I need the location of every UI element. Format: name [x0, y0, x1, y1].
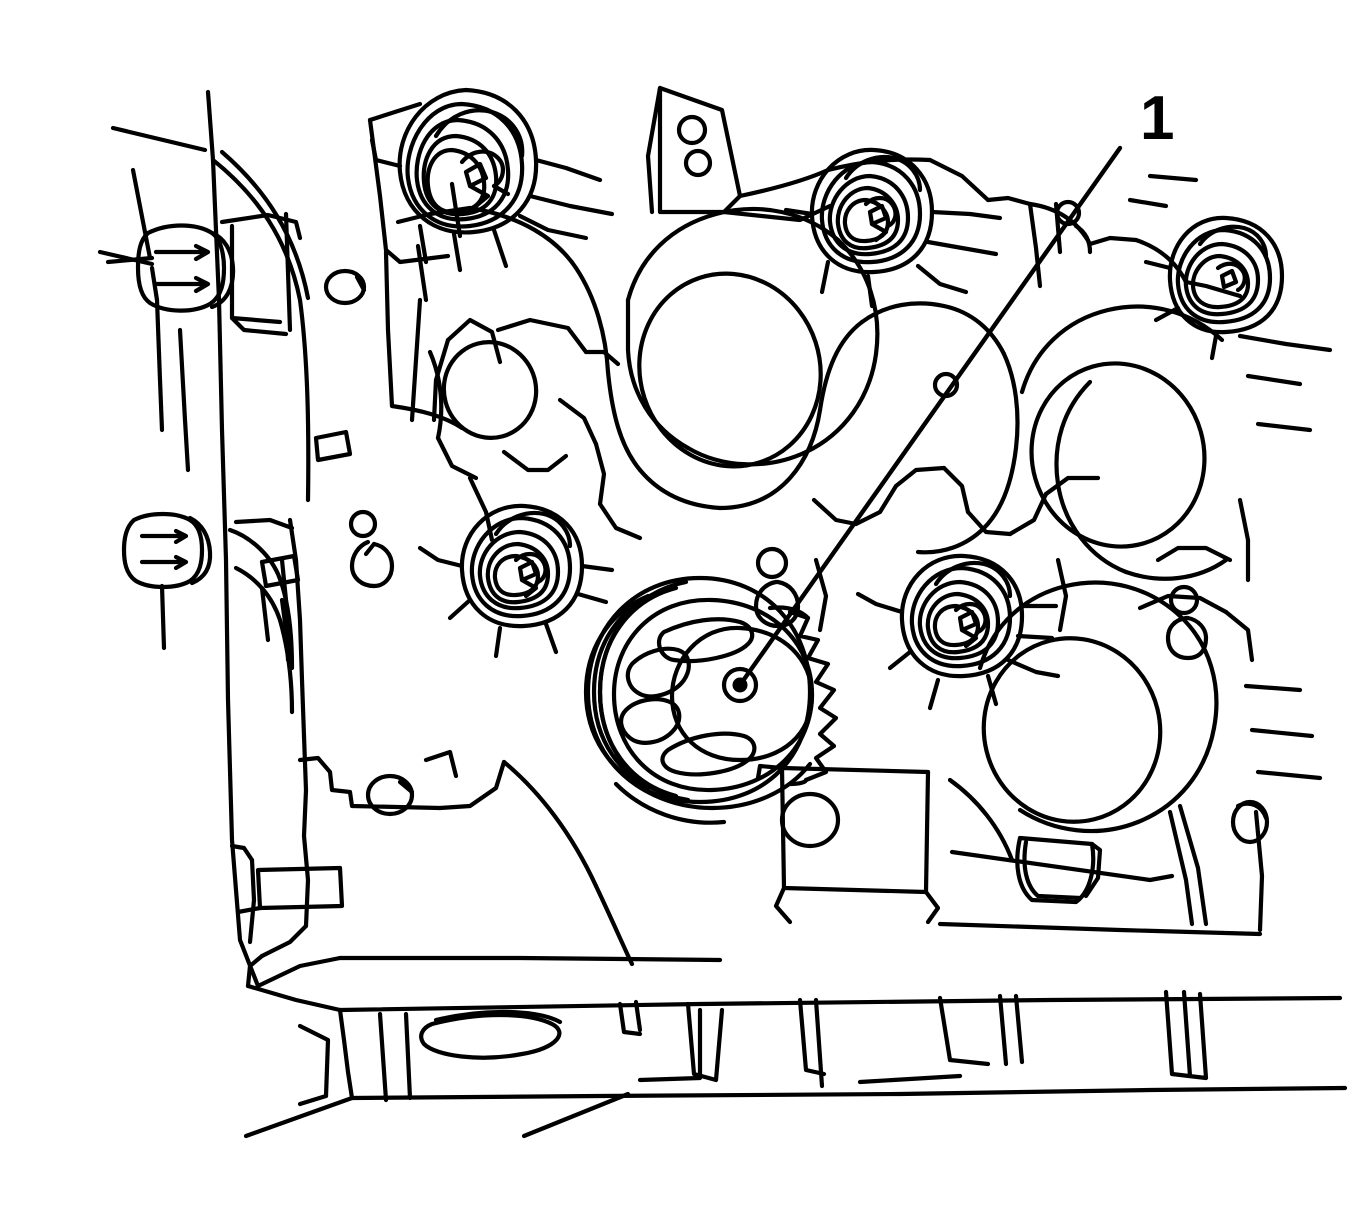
oil-hole-right-large: [1165, 615, 1209, 661]
cylinder-bore-lower: [981, 636, 1163, 824]
bolt-boss-upper: [219, 211, 303, 337]
surface-detail-strokes: [259, 173, 1333, 781]
oil-hole-boss-center: [779, 791, 841, 849]
camshaft-sprocket: [583, 575, 839, 825]
oil-hole-pad-upper-b: [683, 148, 713, 178]
callout-label-1: 1: [1140, 84, 1175, 153]
valve-spring-upper-left: [369, 87, 615, 273]
callout-1-leader-dot: [732, 677, 748, 693]
valve-spring-lower-left: [417, 503, 615, 659]
callout-1-leader-line: [737, 145, 1123, 688]
bolt-head-lower: [121, 511, 213, 651]
oil-hole-pad-upper-a: [676, 114, 708, 146]
valve-spring-upper-middle: [783, 147, 1003, 309]
lower-casting-body: [229, 733, 1265, 989]
drawing-linework: [97, 85, 1348, 1139]
cylinder-bore-right: [1029, 361, 1207, 549]
valve-spring-upper-right: [1143, 215, 1285, 361]
oil-hole-mid-left-small: [348, 509, 378, 539]
callout-leader-group: [732, 145, 1123, 693]
oil-hole-center-large: [753, 579, 801, 629]
oil-hole-center-small: [755, 546, 789, 580]
casting-ribs-and-webs: [427, 317, 1255, 663]
bolt-head-upper: [135, 223, 236, 313]
bracket-lower-arm: [227, 517, 307, 739]
valve-spring-lower-right: [855, 553, 1061, 711]
oil-hole-right-small: [1168, 584, 1200, 616]
oil-hole-deck-left: [365, 773, 415, 817]
port-bore-left: [441, 340, 539, 440]
head-deck-surface: [243, 983, 1348, 1139]
